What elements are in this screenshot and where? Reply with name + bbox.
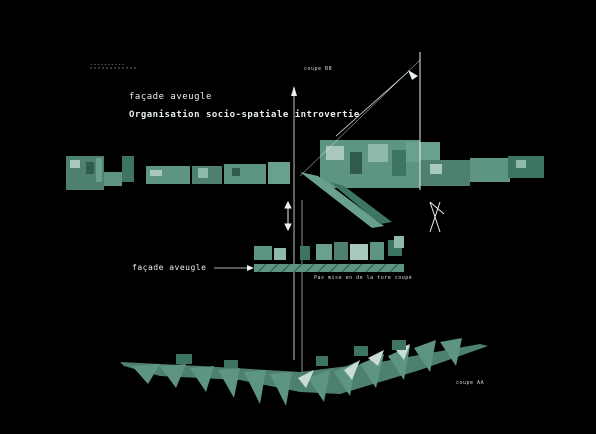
label-facade-aveugle-mid: façade aveugle — [132, 263, 207, 272]
long-wall-segments — [146, 162, 290, 184]
axis-arrow-top-icon — [291, 86, 297, 96]
label-coupe-aa: coupe AA — [456, 380, 485, 386]
facade-pointer-arrow — [214, 265, 254, 271]
sawtooth-highlights — [298, 344, 410, 388]
central-compound-mass — [320, 140, 544, 188]
label-facade-aveugle-top: façade aveugle — [129, 92, 212, 102]
section-aa-sawtooth — [120, 338, 488, 406]
label-pas-mise: Pas mise en de la tore coupé — [314, 275, 413, 281]
diagonal-line — [299, 59, 421, 177]
vertical-dimension-arrow — [284, 200, 292, 232]
ground-hatch-band — [254, 263, 404, 273]
section-arrow-icon — [408, 70, 418, 80]
label-scale-note: ---------- — [90, 62, 126, 68]
arrow-right-icon — [247, 265, 254, 271]
north-arrow-icon — [429, 201, 445, 233]
left-building-mass — [66, 156, 134, 190]
label-coupe-bb: coupe BB — [304, 66, 333, 72]
label-organisation: Organisation socio-spatiale introvertie — [129, 110, 360, 120]
elevation-row-mid — [254, 236, 404, 260]
leader-line — [335, 71, 409, 137]
sawtooth-buildings — [176, 340, 406, 368]
elevation-strip-bb — [66, 140, 544, 228]
stair-diagonal — [300, 172, 392, 228]
